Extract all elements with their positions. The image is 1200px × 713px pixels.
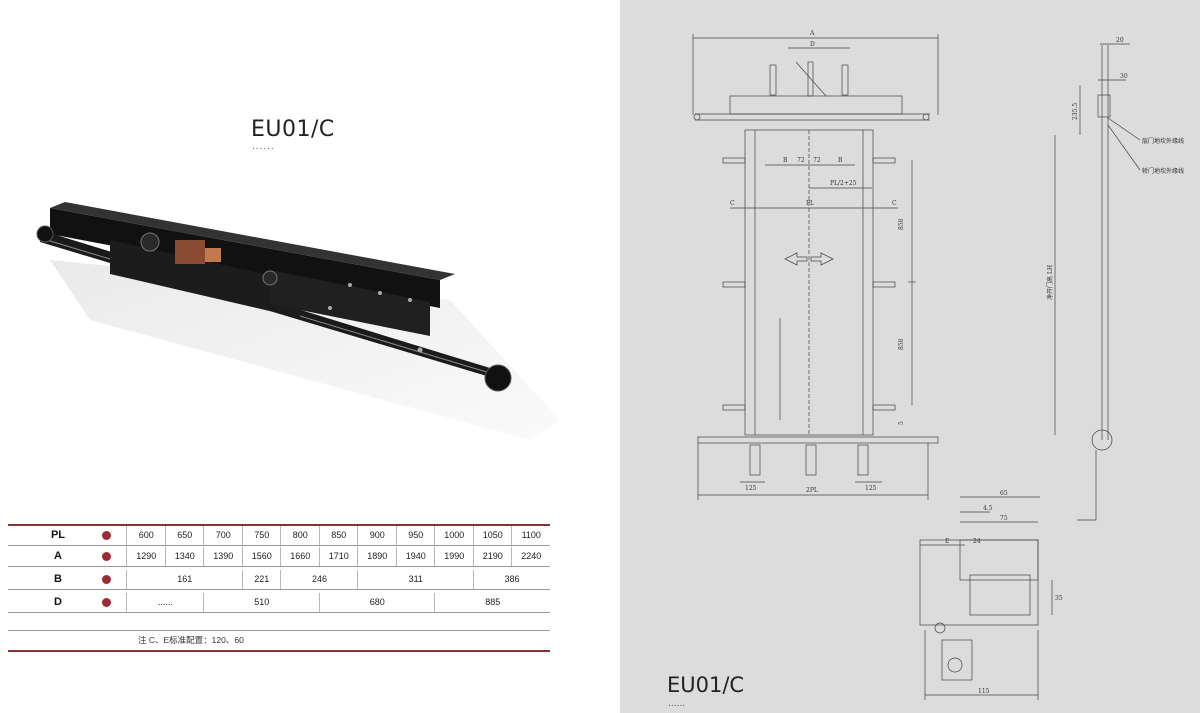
spec-cell: 1660 (280, 547, 320, 566)
dim-a: A (809, 30, 815, 37)
dim-pl: PL (806, 200, 814, 207)
dim-c-right: C (892, 200, 897, 207)
product-title: EU01/C (251, 117, 335, 142)
bullet-icon (102, 598, 111, 607)
dim-b-left: B (783, 157, 788, 164)
drawing-title: EU01/C (667, 673, 744, 697)
drawing-panel (620, 0, 1200, 713)
dim-72-right: 72 (813, 157, 821, 164)
spec-cell: 161 (126, 570, 243, 589)
spec-cell: 1100 (511, 526, 551, 545)
dim-850-bottom: 850 (898, 338, 905, 350)
spec-cell: 650 (164, 526, 205, 545)
spec-cell: 700 (203, 526, 243, 545)
spec-cell: ...... (126, 593, 204, 612)
spec-cell: 750 (241, 526, 282, 545)
dim-d: D (810, 41, 815, 48)
drawing-dots: ...... (668, 699, 685, 709)
spec-cell: 510 (203, 593, 320, 612)
spec-cell: 950 (395, 526, 436, 545)
spec-cell: 600 (126, 526, 166, 545)
title-dots: ...... (252, 141, 275, 152)
spec-cell: 2190 (472, 547, 513, 566)
sill-label-landing: 层门地坎外缘线 (1142, 137, 1184, 145)
spec-cell: 386 (472, 570, 551, 589)
spec-cell: 2240 (511, 547, 551, 566)
spec-cell: 680 (318, 593, 436, 612)
bullet-icon (102, 575, 111, 584)
bullet-icon (102, 552, 111, 561)
dim-125-right: 125 (865, 485, 877, 492)
dim-4-5: 4.5 (983, 505, 993, 512)
dim-125-left: 125 (745, 485, 757, 492)
spec-cell: 1340 (164, 547, 205, 566)
spec-row-label: PL (50, 529, 66, 541)
spec-cell: 311 (357, 570, 474, 589)
spec-bottom-rule (8, 612, 550, 613)
dim-b-right: B (838, 157, 843, 164)
spec-cell: 885 (434, 593, 551, 612)
spec-cell: 1990 (434, 547, 474, 566)
dim-5: 5 (898, 421, 905, 425)
dim-20: 20 (1116, 37, 1124, 44)
dim-35: 35 (1055, 595, 1063, 602)
dim-pl2: PL/2+25 (830, 180, 857, 187)
bullet-icon (102, 531, 111, 540)
spec-note: 注 C、E标准配置：120、60 (138, 635, 244, 645)
clear-height-label: 净开门高 LH (1046, 265, 1054, 300)
dim-115: 115 (978, 688, 990, 695)
dim-235: 235.5 (1072, 103, 1079, 120)
technical-drawing: A D B 72 72 B PL/2+25 C PL C 850 850 5 1… (667, 30, 1184, 709)
dim-72-left: 72 (797, 157, 805, 164)
dim-65: 65 (1000, 490, 1008, 497)
spec-cell: 1000 (434, 526, 474, 545)
note-rule-top (8, 630, 550, 631)
spec-cell: 1560 (241, 547, 282, 566)
spec-cell: 800 (280, 526, 320, 545)
spec-cell: 1940 (395, 547, 436, 566)
dim-2pl: 2PL (806, 487, 818, 494)
spec-row-label: A (54, 550, 62, 562)
spec-cell: 246 (280, 570, 358, 589)
dim-e: E (945, 538, 949, 545)
spec-cell: 1050 (472, 526, 513, 545)
spec-cell: 1290 (126, 547, 166, 566)
spec-cell: 900 (357, 526, 397, 545)
spec-cell: 1710 (318, 547, 359, 566)
dim-c-left: C (730, 200, 735, 207)
spec-cell: 1890 (357, 547, 397, 566)
dim-850-top: 850 (898, 218, 905, 230)
spec-row-label: B (54, 573, 62, 585)
door-operator-illustration (36, 202, 560, 440)
sill-label-car: 轿门地坎外缘线 (1142, 167, 1184, 175)
dim-75: 75 (1000, 515, 1008, 522)
spec-cell: 221 (241, 570, 282, 589)
dim-24: 24 (973, 538, 981, 545)
spec-cell: 1390 (203, 547, 243, 566)
note-rule-bottom (8, 650, 550, 652)
spec-row-label: D (54, 596, 62, 608)
spec-cell: 850 (318, 526, 359, 545)
dim-30: 30 (1120, 73, 1128, 80)
